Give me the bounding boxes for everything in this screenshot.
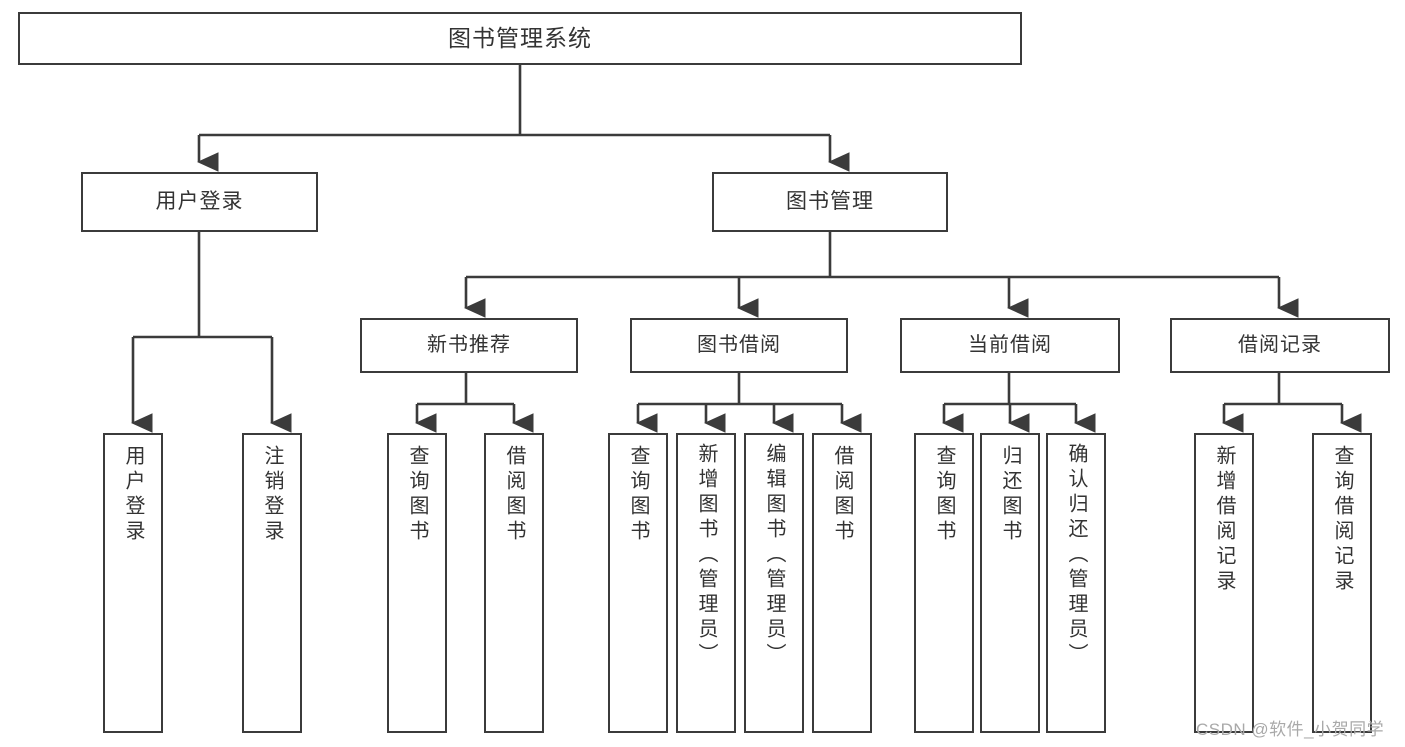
- node-user-login[interactable]: 用户登录: [81, 172, 318, 232]
- node-label: 借阅图书: [831, 445, 853, 545]
- leaf-records-query-record[interactable]: 查询借阅记录: [1312, 433, 1372, 733]
- node-borrow-records[interactable]: 借阅记录: [1170, 318, 1390, 373]
- node-label: 新书推荐: [427, 333, 511, 356]
- node-label: 图书管理系统: [448, 24, 592, 51]
- node-label: 查询图书: [406, 445, 428, 545]
- node-label: 当前借阅: [968, 333, 1052, 356]
- node-current-borrow[interactable]: 当前借阅: [900, 318, 1120, 373]
- node-label: 查询图书: [627, 445, 649, 545]
- leaf-borrow-add-book-admin[interactable]: 新增图书（管理员）: [676, 433, 736, 733]
- csdn-watermark: CSDN @软件_小贺同学: [1196, 720, 1385, 739]
- node-label: 图书管理: [786, 189, 874, 213]
- leaf-current-return-book[interactable]: 归还图书: [980, 433, 1040, 733]
- leaf-borrow-borrow-book[interactable]: 借阅图书: [812, 433, 872, 733]
- node-label: 用户登录: [155, 189, 244, 213]
- leaf-current-confirm-return-admin[interactable]: 确认归还（管理员）: [1046, 433, 1106, 733]
- leaf-user-login-login[interactable]: 用户登录: [103, 433, 163, 733]
- leaf-borrow-edit-book-admin[interactable]: 编辑图书（管理员）: [744, 433, 804, 733]
- leaf-recommend-query-book[interactable]: 查询图书: [387, 433, 447, 733]
- node-label: 用户登录: [122, 445, 144, 545]
- node-label: 新增图书（管理员）: [695, 443, 717, 668]
- leaf-current-query-book[interactable]: 查询图书: [914, 433, 974, 733]
- node-label: 查询借阅记录: [1331, 445, 1353, 595]
- leaf-records-add-record[interactable]: 新增借阅记录: [1194, 433, 1254, 733]
- node-label: 确认归还（管理员）: [1065, 443, 1087, 668]
- node-label: 查询图书: [933, 445, 955, 545]
- node-book-management[interactable]: 图书管理: [712, 172, 948, 232]
- node-root-system[interactable]: 图书管理系统: [18, 12, 1022, 65]
- leaf-user-login-logout[interactable]: 注销登录: [242, 433, 302, 733]
- leaf-borrow-query-book[interactable]: 查询图书: [608, 433, 668, 733]
- node-label: 借阅记录: [1238, 333, 1322, 356]
- node-label: 借阅图书: [503, 445, 525, 545]
- node-label: 注销登录: [261, 445, 283, 545]
- node-label: 编辑图书（管理员）: [763, 443, 785, 668]
- node-label: 新增借阅记录: [1213, 445, 1235, 595]
- node-new-book-recommend[interactable]: 新书推荐: [360, 318, 578, 373]
- node-label: 归还图书: [999, 445, 1021, 545]
- node-label: 图书借阅: [697, 333, 781, 356]
- leaf-recommend-borrow-book[interactable]: 借阅图书: [484, 433, 544, 733]
- node-book-borrow[interactable]: 图书借阅: [630, 318, 848, 373]
